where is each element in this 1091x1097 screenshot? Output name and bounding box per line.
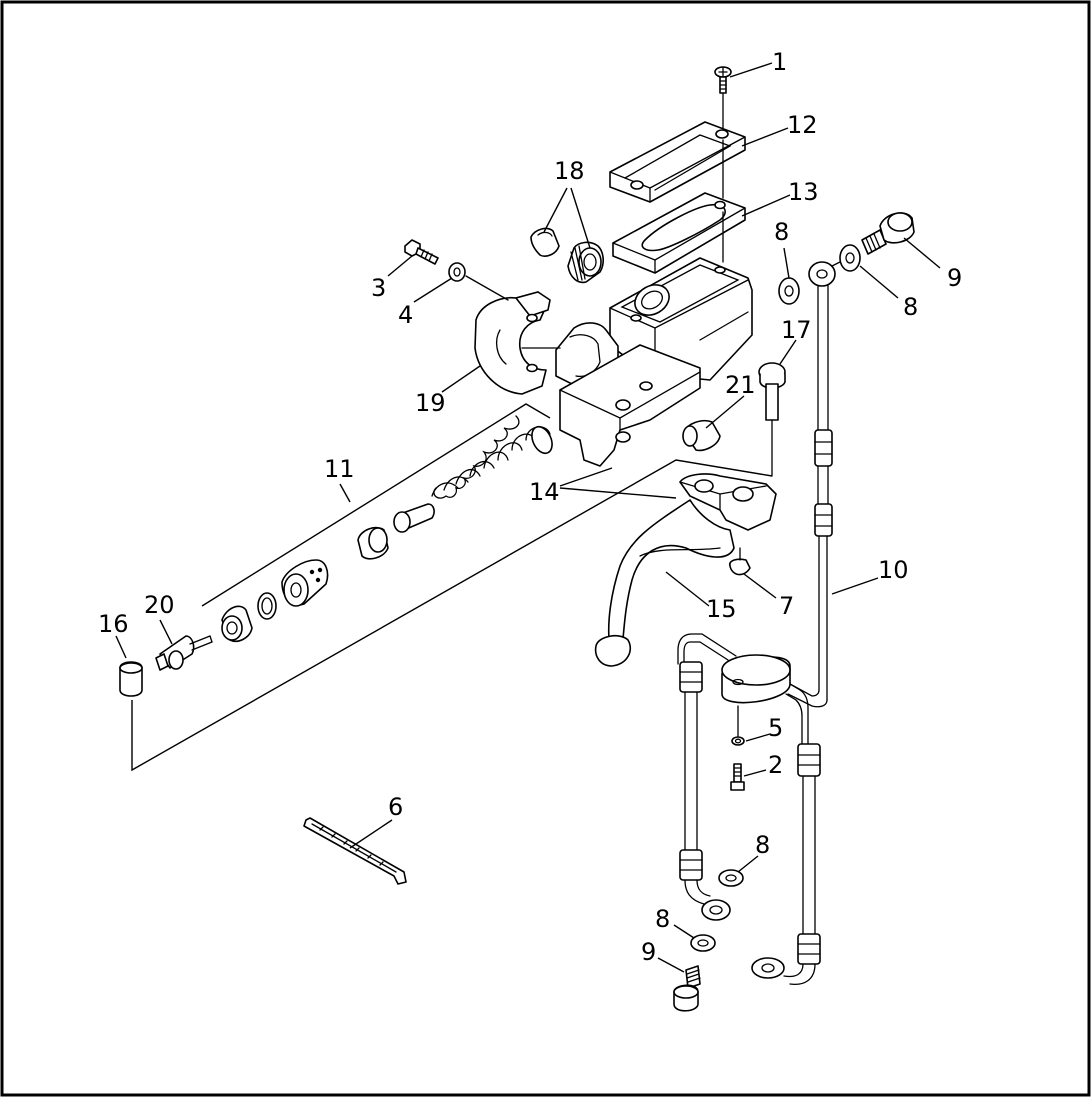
part-19-clamp: [474, 291, 561, 395]
part-6-cable-strap: [303, 817, 407, 885]
callout-4: 4: [398, 301, 413, 329]
part-8-washer-upper-right: [831, 244, 861, 272]
brake-line-junction: [677, 633, 791, 737]
part-13-cover-gasket: [612, 139, 746, 274]
part-2-junction-screw: [730, 763, 745, 791]
part-9-banjo-bolt-upper: [861, 212, 915, 255]
callout-3: 3: [371, 274, 386, 302]
part-17-pivot-pin: [758, 362, 786, 477]
part-8-washer-lower-left: [690, 934, 716, 952]
part-18-diaphragm: [530, 227, 604, 284]
part-3-clamp-screw: [404, 239, 439, 265]
callout-13: 13: [788, 178, 819, 206]
callout-8-upper-left: 8: [774, 218, 789, 246]
callout-19: 19: [415, 389, 446, 417]
callout-8-lower-left: 8: [655, 905, 670, 933]
callout-2: 2: [768, 751, 783, 779]
callout-15: 15: [706, 595, 737, 623]
group-bracket-lines: [131, 403, 773, 772]
part-21-bushing: [682, 419, 721, 452]
callout-1: 1: [772, 48, 787, 76]
part-9-banjo-bolt-lower: [673, 965, 701, 1012]
master-cylinder-body: [555, 257, 753, 467]
callout-16: 16: [98, 610, 129, 638]
callout-7: 7: [779, 592, 794, 620]
part-8-washer-lower-right: [718, 869, 744, 887]
callout-11: 11: [324, 455, 355, 483]
callout-10: 10: [878, 556, 909, 584]
callout-14: 14: [529, 478, 560, 506]
callout-9-upper: 9: [947, 264, 962, 292]
lower-right-brake-line: [751, 683, 821, 986]
part-12-reservoir-cover: [609, 121, 746, 203]
lower-left-brake-line: [679, 661, 731, 921]
part-11-piston-assembly: [221, 415, 553, 643]
part-8-washer-upper-left: [778, 277, 800, 305]
callout-20: 20: [144, 591, 175, 619]
part-16-boot: [119, 661, 143, 697]
callout-8-upper-right: 8: [903, 293, 918, 321]
callout-6: 6: [388, 793, 403, 821]
part-10-upper-brake-line: [787, 261, 836, 708]
leader-lines: [115, 62, 941, 973]
part-1-cover-screw: [714, 66, 732, 129]
callout-labels: 1 2 3 4 5 6 7 8 8 8 8 9 9 10 11 12 13 14…: [98, 48, 962, 966]
callout-18: 18: [554, 157, 585, 185]
part-4-washer: [448, 262, 509, 301]
callout-12: 12: [787, 111, 818, 139]
callout-17: 17: [781, 316, 812, 344]
part-15-lever: [594, 473, 777, 667]
callout-9-lower: 9: [641, 938, 656, 966]
part-20-pushrod: [155, 635, 213, 671]
part-5-small-washer: [731, 736, 745, 746]
callout-5: 5: [768, 714, 783, 742]
callout-21: 21: [725, 371, 756, 399]
callout-8-lower-right: 8: [755, 831, 770, 859]
